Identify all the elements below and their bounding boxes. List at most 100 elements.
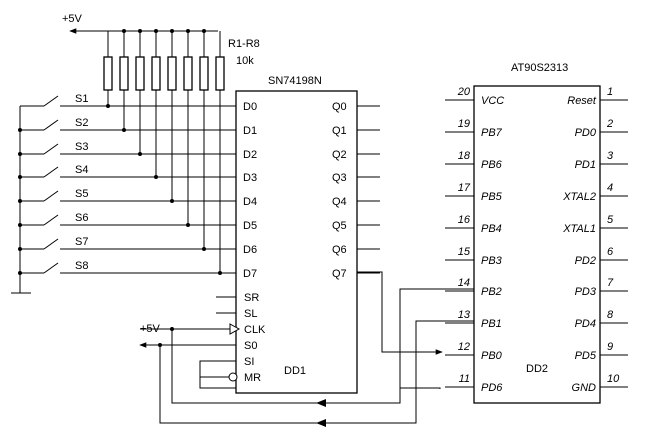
mcu-pin-pb6: PB6 — [481, 159, 503, 171]
dd1-pin-s0: S0 — [244, 340, 257, 352]
switch-s7: S7 — [18, 236, 236, 251]
dd1-pin-d4: D4 — [243, 196, 257, 208]
vcc-top-label: +5V — [62, 13, 83, 25]
switch-s6: S6 — [18, 212, 236, 227]
mcu-pin-number: 9 — [607, 341, 613, 353]
mcu-pin-pb3: PB3 — [481, 255, 503, 267]
vcc-clk-label: +5V — [140, 323, 161, 335]
switch-s8: S8 — [18, 260, 236, 275]
resistor-r6 — [183, 31, 193, 227]
switch-label: S2 — [75, 117, 88, 129]
mcu-pin-pb4: PB4 — [481, 223, 502, 235]
mcu-pin-pb7: PB7 — [481, 127, 503, 139]
mcu-pin-number: 16 — [458, 214, 471, 226]
mcu-pin-number: 2 — [606, 118, 613, 130]
switch-s4: S4 — [18, 164, 236, 179]
wire-pb2-to-clk: +5V — [140, 288, 474, 407]
dd1-pin-d1: D1 — [243, 125, 257, 137]
wire-si-mr-to-gnd — [199, 360, 441, 389]
dd1-pin-q0: Q0 — [332, 101, 347, 113]
dd1-pin-d7: D7 — [243, 268, 257, 280]
mcu-pin-number: 4 — [607, 182, 613, 194]
mcu-pin-number: 3 — [607, 150, 614, 162]
dd1-pin-q5: Q5 — [332, 220, 347, 232]
mcu-pin-vcc: VCC — [481, 95, 504, 107]
switch-label: S7 — [75, 236, 88, 248]
mcu-pin-pd0: PD0 — [575, 127, 597, 139]
resistor-r8 — [215, 31, 225, 275]
mcu-pin-pd6: PD6 — [481, 382, 503, 394]
switch-label: S4 — [75, 164, 88, 176]
mcu-pin-number: 5 — [607, 214, 614, 226]
shift-register-chip — [235, 90, 358, 394]
mcu-pin-pb5: PB5 — [481, 191, 503, 203]
mcu-pin-number: 8 — [607, 309, 614, 321]
dd1-pin-q1: Q1 — [332, 125, 347, 137]
dd1-pin-si: SI — [244, 356, 254, 368]
mcu-pin-number: 1 — [607, 86, 613, 98]
switch-label: S8 — [75, 260, 88, 272]
mcu-pin-number: 14 — [458, 277, 470, 289]
resistor-bank — [103, 31, 225, 275]
wire-q7-to-pb0 — [357, 271, 443, 355]
dd1-pin-sl: SL — [244, 308, 257, 320]
switch-label: S6 — [75, 212, 88, 224]
switch-label: S1 — [75, 93, 88, 105]
mcu-pins: 20VCC19PB718PB617PB516PB415PB314PB213PB1… — [445, 86, 628, 394]
mcu-pin-pd1: PD1 — [575, 159, 596, 171]
switch-s3: S3 — [18, 141, 236, 156]
resistor-r3 — [135, 31, 145, 156]
mcu-pin-pb1: PB1 — [481, 318, 502, 330]
dd1-pin-mr: MR — [244, 372, 261, 384]
dd1-pin-d3: D3 — [243, 172, 257, 184]
switch-label: S3 — [75, 141, 88, 153]
mcu-pin-number: 18 — [458, 150, 471, 162]
vcc-rail-top: +5V — [62, 13, 218, 34]
dd1-pin-sr: SR — [244, 292, 259, 304]
mcu-chip — [473, 85, 601, 404]
mcu-pin-reset: Reset — [567, 95, 597, 107]
mcu-pin-pb2: PB2 — [481, 286, 502, 298]
ground-bus — [11, 105, 44, 294]
dd1-pin-clk: CLK — [244, 324, 266, 336]
resistor-value-label: 10k — [236, 55, 254, 67]
dd1-pin-d6: D6 — [243, 244, 257, 256]
mcu-pin-number: 13 — [458, 309, 471, 321]
resistor-r1 — [103, 31, 113, 108]
resistor-r2 — [119, 31, 129, 132]
mcu-part: AT90S2313 — [511, 62, 568, 74]
dd1-pin-d5: D5 — [243, 220, 257, 232]
mcu-pin-number: 17 — [458, 182, 471, 194]
mcu-pin-number: 11 — [459, 373, 470, 385]
mcu-pin-number: 12 — [458, 341, 470, 353]
dd1-pin-q3: Q3 — [332, 172, 347, 184]
mcu-pin-number: 10 — [607, 373, 620, 385]
mcu-pin-number: 7 — [607, 277, 614, 289]
shift-register-part: SN74198N — [268, 75, 322, 87]
resistor-name-label: R1-R8 — [228, 38, 260, 50]
shift-register-ref: DD1 — [284, 365, 306, 377]
dd1-pin-q7: Q7 — [332, 268, 347, 280]
mcu-pin-number: 6 — [607, 246, 614, 258]
dd1-pin-d2: D2 — [243, 149, 257, 161]
dd1-pin-d0: D0 — [243, 101, 257, 113]
mcu-pin-pd2: PD2 — [575, 255, 596, 267]
switch-label: S5 — [75, 188, 88, 200]
switch-s2: S2 — [18, 117, 236, 132]
dd1-pin-q4: Q4 — [332, 196, 347, 208]
resistor-r4 — [151, 31, 161, 179]
resistor-r7 — [199, 31, 209, 251]
mcu-pin-number: 19 — [458, 118, 470, 130]
mcu-pin-pd4: PD4 — [575, 318, 596, 330]
mcu-pin-pb0: PB0 — [481, 350, 503, 362]
mcu-pin-pd3: PD3 — [575, 286, 597, 298]
mcu-pin-number: 15 — [458, 246, 471, 258]
mcu-ref: DD2 — [526, 363, 548, 375]
mcu-pin-xtal1: XTAL1 — [562, 223, 596, 235]
mcu-pin-number: 20 — [457, 86, 471, 98]
mcu-pin-xtal2: XTAL2 — [562, 191, 596, 203]
switch-s1: S1 — [43, 93, 236, 107]
